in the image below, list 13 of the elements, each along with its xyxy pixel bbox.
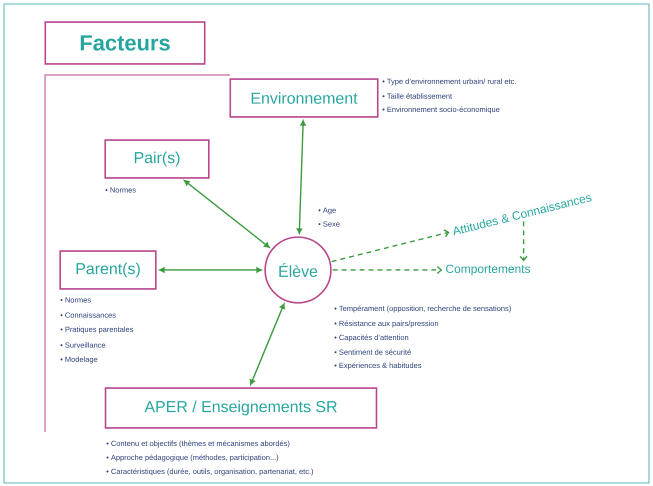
- outcome-label: Comportements: [446, 264, 530, 276]
- factor-box: Parent(s): [59, 250, 157, 290]
- arrow: [250, 303, 285, 385]
- arrow: [520, 221, 528, 262]
- factor-box: Pair(s): [104, 139, 210, 179]
- factor-box: APER / Enseignements SR: [104, 387, 378, 429]
- factor-box: Environnement: [229, 78, 379, 118]
- arrow: [296, 120, 306, 234]
- arrow: [332, 266, 442, 274]
- arrow: [184, 180, 270, 248]
- arrow: [159, 267, 262, 273]
- arrow: [331, 229, 450, 262]
- title-box: Facteurs: [44, 21, 206, 65]
